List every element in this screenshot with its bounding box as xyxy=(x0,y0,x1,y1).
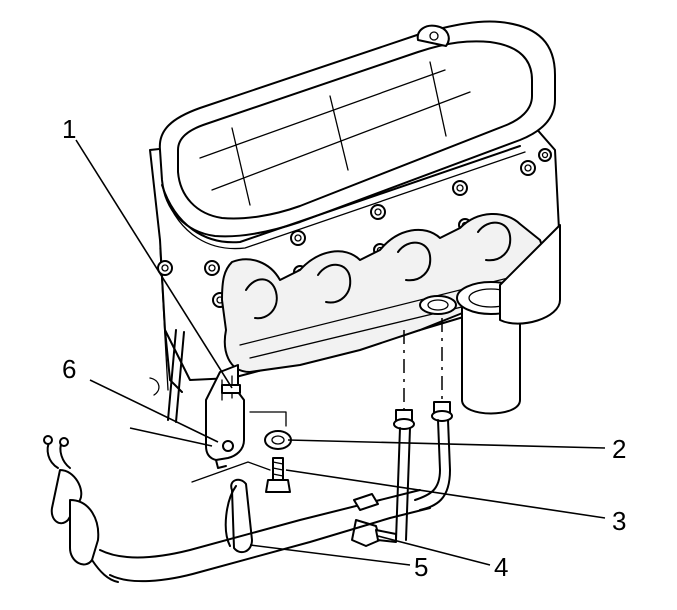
clamp-bolt xyxy=(351,519,397,547)
bracket-assembly xyxy=(205,364,245,469)
dipstick-tube xyxy=(149,329,185,423)
manifold-studs xyxy=(393,318,453,541)
stud-right xyxy=(431,401,453,422)
callout-labels: 1 2 3 4 5 6 xyxy=(62,114,626,582)
bolt-head-6 xyxy=(452,180,468,196)
stud-left xyxy=(393,409,415,430)
bolt-head-4 xyxy=(290,230,306,246)
exhaust-pipe-harness xyxy=(43,435,431,583)
bolt-head-7 xyxy=(520,160,536,176)
washer xyxy=(264,430,292,450)
bolt-head-1 xyxy=(157,260,173,276)
callout-1: 1 xyxy=(62,114,76,144)
callout-4: 4 xyxy=(494,552,508,582)
callout-3: 3 xyxy=(612,506,626,536)
exhaust-outlet-pipe xyxy=(456,224,561,415)
bolt-head-5 xyxy=(370,204,386,220)
bolt-head-8 xyxy=(538,148,552,162)
callout-6: 6 xyxy=(62,354,76,384)
bolt-head-2 xyxy=(204,260,220,276)
leader-lines xyxy=(75,139,606,566)
callout-5: 5 xyxy=(414,552,428,582)
valve-cover xyxy=(158,20,556,250)
pipe-clamp xyxy=(224,478,253,554)
bracket-bolt xyxy=(265,457,291,493)
callout-2: 2 xyxy=(612,434,626,464)
